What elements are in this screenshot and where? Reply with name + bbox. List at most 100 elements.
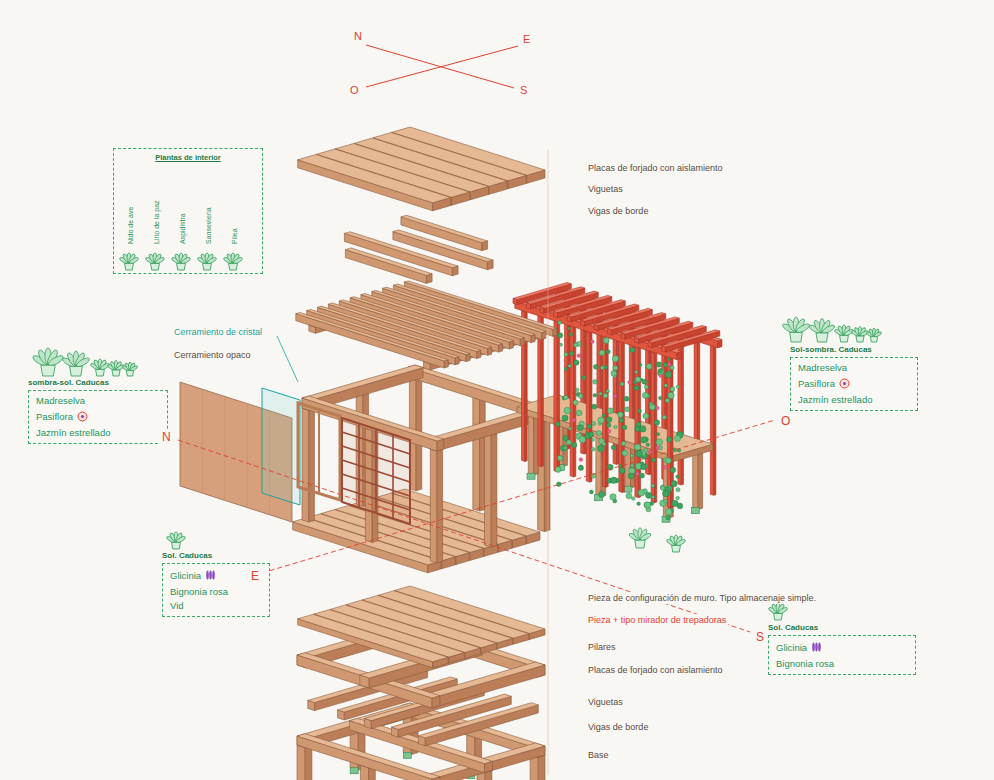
flower-petals [78,412,87,421]
timber-face [596,435,601,497]
vine-leaf [578,466,583,471]
species-row: Glicinia [776,639,908,657]
plant-pot [172,542,181,549]
vine-leaf [557,455,562,460]
vine-leaf [638,409,642,413]
vine-flower [572,418,576,422]
timber-face [603,336,606,487]
vine-leaf [636,450,643,457]
vine-leaf [630,454,633,457]
vine-leaf [676,488,680,492]
plant-icon [122,362,138,376]
timber-face [667,357,670,508]
plinth [350,768,358,774]
vine-leaf [644,385,648,389]
vine-leaf [677,503,683,509]
vine-leaf [656,362,661,367]
species-row: Pasiflora [36,408,160,426]
vine-leaf [586,431,589,434]
plant-species: Bignonia rosa [170,585,262,599]
vine-leaf [559,343,562,346]
vine-leaf [642,379,647,384]
vine-leaf [624,396,629,401]
callout-box: Sol. CaducasGliciniaBignonia rosaVid [162,551,270,617]
vine-leaf [635,370,638,373]
vine-leaf [652,458,656,462]
vine-leaf [634,444,640,450]
vine-leaf [593,380,598,385]
vine-leaf [607,423,611,427]
flower-centre [843,382,846,385]
vine-leaf [610,494,616,500]
wall-panels [180,382,410,524]
vine-leaf [674,435,680,441]
timber-face [298,614,448,662]
panel-joint [202,389,203,493]
timber-face [305,746,312,780]
vine-leaf [555,422,560,427]
panel-joint [247,404,248,508]
plant-species: Bignonia rosa [776,657,908,671]
vine-leaf [578,394,583,399]
vine-leaf [591,438,594,441]
vine-leaf [611,445,615,449]
timber-face [307,309,459,357]
icon-graphic [839,378,850,389]
vine-leaf [557,482,562,487]
vine-leaf [631,464,634,467]
plant-icon [628,528,652,548]
timber-face [473,397,480,511]
timber-face [297,734,440,779]
vine-leaf [574,343,578,347]
lattice-bar [358,424,360,508]
vine-leaf [658,369,662,373]
callout-box: Sol-sombra. CaducasMadreselvaPasifloraJa… [790,345,918,411]
dashed-border: MadreselvaPasifloraJazmín estrellado [790,357,918,411]
vine-leaf [625,407,630,412]
vine-leaf [646,443,650,447]
vine-leaf [576,410,582,416]
vine-flower [668,363,672,367]
vine-leaf [598,417,604,423]
guide-line [548,150,549,775]
timber-face [538,755,545,780]
plinth [403,752,411,758]
vine-leaf [619,468,625,474]
orientation-letter: O [348,84,361,97]
timber-face [293,522,428,573]
part-label: Pilares [586,641,618,653]
vine-leaf [657,433,660,436]
vine-leaf [592,422,596,426]
callout-heading: sombra-sol. Caducas [28,378,168,388]
vine-flower [659,374,663,378]
window-mullion [318,410,320,493]
flower-centre [81,415,84,418]
plant-pot [151,263,160,270]
vine-leaf [662,415,666,419]
passionflower-icon [839,375,850,393]
vine-leaf [664,384,667,387]
part-label: Base [586,749,611,761]
timber-face [425,705,538,746]
plant-icon [145,253,165,270]
vine-leaf [642,392,648,398]
plinth [691,508,699,514]
vine-leaf [598,445,605,452]
part-label: Viguetas [586,696,625,708]
vine-leaf [604,365,608,369]
vine-flower [607,430,611,434]
vine-leaf [663,490,670,497]
vine-leaf [664,499,668,503]
plant-icon [866,328,882,342]
timber-face [297,745,305,780]
vine-leaf [579,436,586,443]
vine-leaf [593,364,598,369]
wisteria-cluster [812,643,815,652]
vine-leaf [638,489,645,496]
vine-leaf [618,412,624,418]
vine-leaf [671,481,677,487]
panel-joint [224,396,225,500]
plant-pot [870,337,877,342]
vine-leaf [591,447,595,451]
vine-leaf [619,418,624,423]
